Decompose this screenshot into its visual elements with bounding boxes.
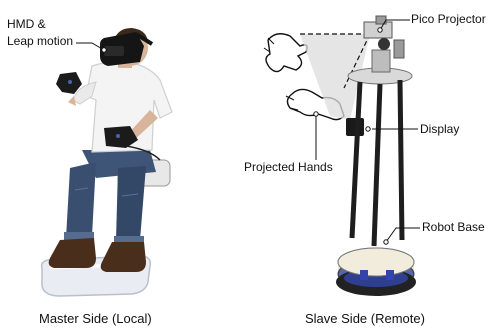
robot xyxy=(264,16,416,296)
left-boot xyxy=(49,238,96,268)
projected-hand-upper xyxy=(266,34,307,72)
right-boot xyxy=(101,242,146,272)
hmd-label-line2: Leap motion xyxy=(7,34,73,48)
hmd-leader-line xyxy=(76,43,104,50)
robot-base-label: Robot Base xyxy=(422,220,485,234)
slave-caption: Slave Side (Remote) xyxy=(305,311,425,326)
pico-projector-label: Pico Projector xyxy=(411,12,486,26)
projected-hands-label: Projected Hands xyxy=(244,160,333,174)
master-caption: Master Side (Local) xyxy=(39,311,152,326)
display-label: Display xyxy=(420,122,459,136)
master-person xyxy=(42,28,172,296)
hmd-label-line1: HMD & xyxy=(7,17,46,31)
